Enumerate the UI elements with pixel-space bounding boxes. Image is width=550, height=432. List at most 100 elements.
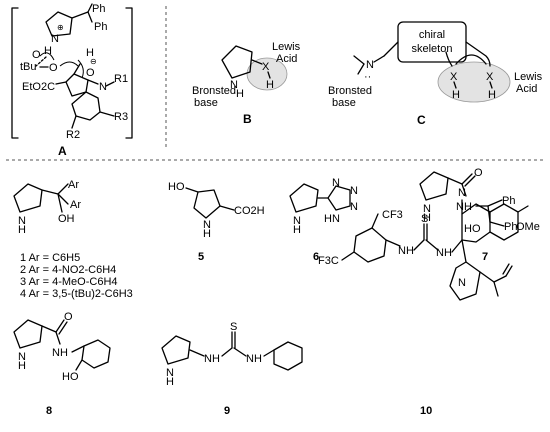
n-atom-6a: N	[332, 177, 340, 189]
pyrrolidine-ring-8	[13, 319, 43, 349]
h-atom-6: H	[293, 224, 301, 236]
label-a: A	[58, 144, 67, 158]
nh-label-8: NH	[52, 347, 68, 359]
hn-label-6: HN	[324, 213, 340, 225]
tetrazole-ring	[327, 185, 351, 211]
n-atom-b: N	[230, 79, 238, 91]
h-atom-a: H	[86, 47, 94, 59]
base-label-b: base	[194, 97, 218, 109]
n-atom-indole: N	[99, 81, 107, 93]
compound-8: N H O NH HO 8	[13, 311, 111, 417]
arc-bridge	[455, 54, 487, 65]
h-atom-5: H	[203, 228, 211, 240]
curly-arrow-1	[39, 52, 55, 61]
h-atom-9: H	[166, 376, 174, 388]
n-atom-quinoline: N	[458, 187, 466, 199]
n-atom-6b: N	[350, 185, 358, 197]
nh-label-9b: NH	[246, 353, 262, 365]
curly-arrow-3	[77, 59, 84, 79]
n-atom-1: N	[18, 215, 26, 227]
curly-arrow-2	[59, 61, 79, 67]
n-atom-9: N	[166, 367, 174, 379]
pyrrolidine-ring-b	[221, 45, 253, 79]
lewis-acid-ellipse-b	[246, 57, 288, 91]
h-atom-1: H	[18, 224, 26, 236]
plus-charge: ⊕	[57, 23, 64, 32]
hn-label-10a: NH	[398, 245, 414, 257]
compound-6: N H N N N HN 6	[289, 177, 358, 263]
r3-label: R3	[114, 111, 128, 123]
h-atom-7: H	[423, 212, 431, 224]
compound-4-line: 4 Ar = 3,5-(tBu)2-C6H3	[20, 288, 133, 300]
skeleton-to-x2	[465, 41, 491, 67]
n-atom-quinuclidine: N	[458, 277, 466, 289]
ar-label-1a: Ar	[68, 179, 79, 191]
panel-c-chiral-skeleton: chiral skeleton N ·· X X H H Lewis Acid …	[328, 21, 543, 127]
nh-hydrogen: H	[44, 45, 52, 57]
eto2c-label: EtO2C	[22, 81, 55, 93]
n-atom-6c: N	[350, 201, 358, 213]
h-atom-c2: H	[488, 89, 496, 101]
skeleton-to-x1	[445, 51, 453, 67]
ho-label-8: HO	[62, 371, 79, 383]
ho-label-5: HO	[168, 181, 185, 193]
cf3-label-10: CF3	[382, 209, 403, 221]
pyrrolidine-ring-7	[419, 171, 449, 201]
panel-b-bifunctional: N H X H Lewis Acid Bronsted base B	[192, 41, 301, 126]
tbu-label: tBu	[20, 61, 37, 73]
x-atom-c1: X	[450, 71, 458, 83]
phenyl-label-1: Ph	[92, 3, 105, 15]
o-minus-atom: O	[86, 67, 95, 79]
n-atom-7: N	[423, 203, 431, 215]
lewis-acid-ellipse-c	[437, 61, 511, 103]
label-c: C	[417, 113, 426, 127]
phenol-ring	[81, 339, 111, 369]
n-atom-a: N	[51, 33, 59, 45]
nh-label-7: NH	[456, 201, 472, 213]
compound-3-line: 3 Ar = 4-MeO-C6H4	[20, 276, 118, 288]
acid-label-b: Acid	[276, 53, 297, 65]
compound-10: CF3 F3C NH S NH N OMe N 10	[318, 187, 540, 417]
lone-pair-c: ··	[364, 71, 371, 83]
oh-label-1: OH	[58, 213, 75, 225]
s-atom-9: S	[230, 321, 237, 333]
compound-8-number: 8	[46, 405, 52, 417]
panel-a-transition-state: N ⊕ Ph Ph H tBu O O H ⊖ O N R1 R3 R2	[11, 3, 133, 158]
indoline-five-ring	[65, 73, 89, 97]
minus-charge: ⊖	[90, 57, 97, 66]
compound-5: HO N H CO2H 5	[168, 181, 265, 263]
n-atom-c: N	[366, 59, 374, 71]
indole-benzene-ring	[71, 91, 101, 121]
link-to-skeleton	[383, 41, 399, 57]
o-atom-8: O	[64, 311, 73, 323]
compound-9: N H NH S NH 9	[161, 321, 303, 417]
right-bracket	[125, 7, 133, 139]
quinoline-ring-b	[489, 203, 519, 241]
ome-label-10: OMe	[516, 221, 540, 233]
n-atom-6: N	[293, 215, 301, 227]
skeleton-text: skeleton	[412, 43, 453, 55]
chiral-text: chiral	[419, 29, 445, 41]
o-atom-7: O	[474, 167, 483, 179]
ho-label-7: HO	[464, 223, 481, 235]
nh-atom-b: H	[236, 88, 244, 100]
n-atom-5: N	[203, 219, 211, 231]
compound-6-number: 6	[313, 251, 319, 263]
o-atom-1: O	[49, 62, 58, 74]
nh-label-10b: NH	[436, 247, 452, 259]
compound-2-line: 2 Ar = 4-NO2-C6H4	[20, 264, 116, 276]
pyrrolidine-ring-9	[161, 335, 191, 365]
label-b: B	[243, 112, 252, 126]
ar-label-1b: Ar	[70, 199, 81, 211]
compound-9-number: 9	[224, 405, 230, 417]
pyrrolidine-ring-1	[13, 183, 43, 213]
co2h-label-5: CO2H	[234, 205, 265, 217]
h-atom-b: H	[266, 79, 274, 91]
compound-5-number: 5	[198, 251, 204, 263]
aryl-ring-10	[353, 227, 387, 263]
lewis-label-b: Lewis	[272, 41, 301, 53]
phenyl-label-2: Ph	[94, 21, 107, 33]
left-bracket	[11, 7, 19, 139]
bronsted-label-c: Bronsted	[328, 85, 372, 97]
